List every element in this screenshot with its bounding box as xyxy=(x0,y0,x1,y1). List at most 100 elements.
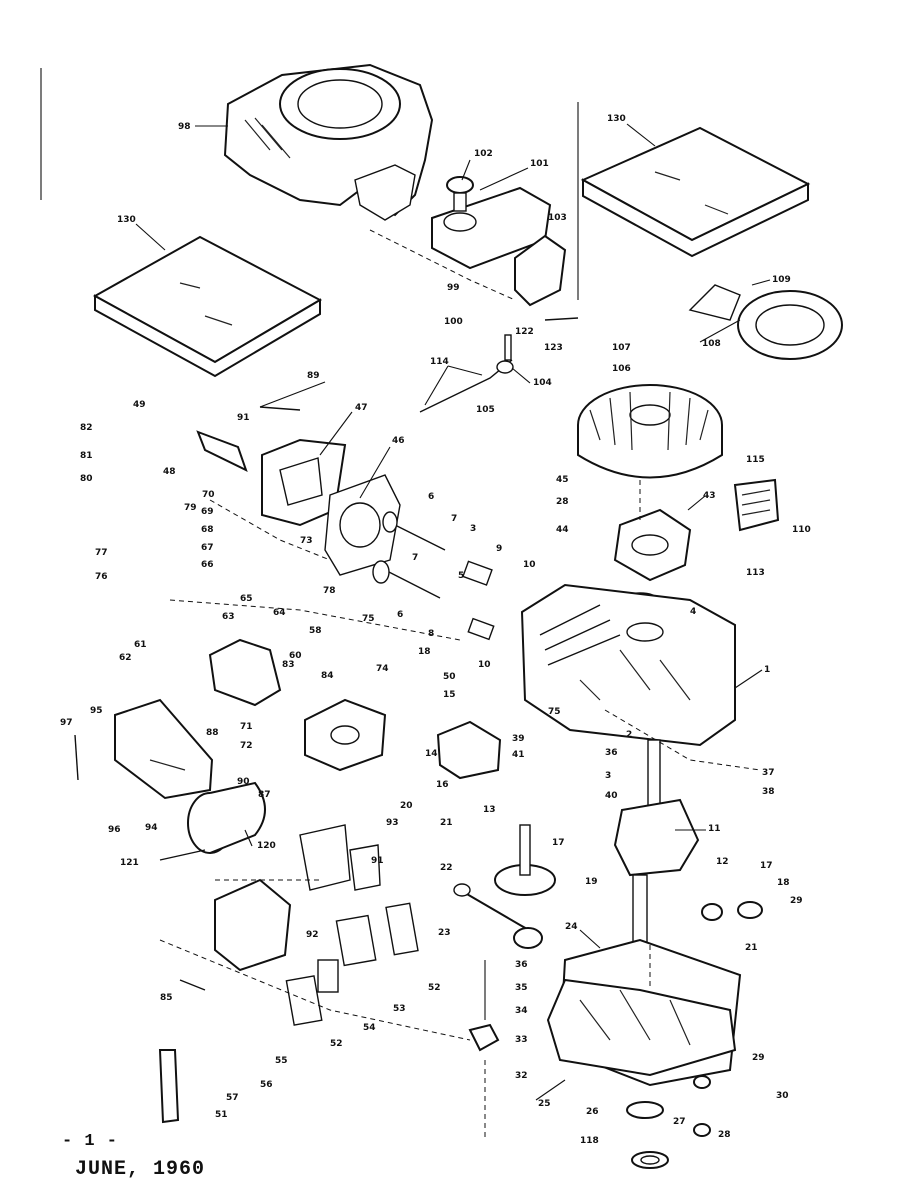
callout-24: 24 xyxy=(565,922,578,932)
callout-78: 78 xyxy=(323,586,336,596)
callout-37: 37 xyxy=(762,768,775,778)
callout-90: 90 xyxy=(237,777,250,787)
governor-plate xyxy=(299,824,381,891)
callout-33: 33 xyxy=(515,1035,528,1045)
callout-52b: 52 xyxy=(330,1039,343,1049)
callout-79: 79 xyxy=(184,503,197,513)
callout-106: 106 xyxy=(612,364,631,374)
callout-17b: 17 xyxy=(760,861,773,871)
callout-52: 52 xyxy=(428,983,441,993)
assembly-lines xyxy=(159,229,761,1140)
callout-21a: 21 xyxy=(440,818,453,828)
callout-130-right: 130 xyxy=(607,114,626,124)
callout-labels: 98 102 101 103 130 130 109 108 99 100 12… xyxy=(60,114,811,1146)
callout-15: 15 xyxy=(443,690,456,700)
callout-2: 2 xyxy=(626,730,632,740)
callout-123: 123 xyxy=(544,343,563,353)
spark-plug xyxy=(196,430,248,472)
callout-100: 100 xyxy=(444,317,463,327)
leader-lines xyxy=(135,123,771,1101)
callout-55: 55 xyxy=(275,1056,288,1066)
callout-76: 76 xyxy=(95,572,108,582)
rotating-screen xyxy=(688,284,843,360)
callout-91: 91 xyxy=(237,413,250,423)
callout-57: 57 xyxy=(226,1093,239,1103)
mechanical-governor xyxy=(436,720,502,780)
callout-65: 65 xyxy=(240,594,253,604)
callout-1: 1 xyxy=(764,665,770,675)
callout-109: 109 xyxy=(772,275,791,285)
callout-75a: 75 xyxy=(362,614,375,624)
callout-53: 53 xyxy=(393,1004,406,1014)
callout-83: 83 xyxy=(282,660,295,670)
callout-28: 28 xyxy=(556,497,569,507)
callout-99: 99 xyxy=(447,283,460,293)
callout-14: 14 xyxy=(425,749,438,759)
callout-18b: 18 xyxy=(777,878,790,888)
piston-pin-parts xyxy=(701,901,763,921)
callout-3b: 3 xyxy=(605,771,611,781)
callout-107: 107 xyxy=(612,343,631,353)
callout-68: 68 xyxy=(201,525,214,535)
callout-20: 20 xyxy=(400,801,413,811)
callout-7a: 7 xyxy=(451,514,457,524)
callout-77: 77 xyxy=(95,548,108,558)
callout-12: 12 xyxy=(716,857,729,867)
callout-114: 114 xyxy=(430,357,449,367)
air-filter-pad-right xyxy=(580,126,811,258)
callout-92: 92 xyxy=(306,930,319,940)
callout-11: 11 xyxy=(708,824,721,834)
starter-handle xyxy=(158,1049,180,1124)
callout-10a: 10 xyxy=(523,560,536,570)
callout-21b: 21 xyxy=(745,943,758,953)
oil-seal-bearings xyxy=(626,1075,711,1169)
air-cleaner-elbow xyxy=(114,698,214,800)
callout-97: 97 xyxy=(60,718,73,728)
callout-122: 122 xyxy=(515,327,534,337)
callout-10b: 10 xyxy=(478,660,491,670)
callout-94: 94 xyxy=(145,823,158,833)
breather-parts xyxy=(468,960,500,1052)
callout-85: 85 xyxy=(160,993,173,1003)
fuel-line xyxy=(419,334,514,413)
callout-6a: 6 xyxy=(428,492,434,502)
callout-104: 104 xyxy=(533,378,552,388)
callout-40: 40 xyxy=(605,791,618,801)
callout-51: 51 xyxy=(215,1110,228,1120)
flywheel xyxy=(577,384,723,479)
callout-121: 121 xyxy=(120,858,139,868)
callout-118: 118 xyxy=(580,1136,599,1146)
callout-81: 81 xyxy=(80,451,93,461)
callout-73: 73 xyxy=(300,536,313,546)
callout-8: 8 xyxy=(428,629,434,639)
callout-103: 103 xyxy=(548,213,567,223)
callout-46: 46 xyxy=(392,436,405,446)
bolts xyxy=(74,317,579,991)
carburetor xyxy=(304,698,387,772)
callout-115: 115 xyxy=(746,455,765,465)
crankshaft xyxy=(613,739,700,946)
callout-56: 56 xyxy=(260,1080,273,1090)
page-number: - 1 - xyxy=(62,1132,119,1151)
callout-48: 48 xyxy=(163,467,176,477)
callout-26: 26 xyxy=(586,1107,599,1117)
callout-101: 101 xyxy=(530,159,549,169)
callout-93: 93 xyxy=(386,818,399,828)
blower-housing xyxy=(223,63,434,221)
callout-69: 69 xyxy=(201,507,214,517)
callout-108: 108 xyxy=(702,339,721,349)
callout-47: 47 xyxy=(355,403,368,413)
callout-62: 62 xyxy=(119,653,132,663)
callout-50: 50 xyxy=(443,672,456,682)
callout-23: 23 xyxy=(438,928,451,938)
callout-25: 25 xyxy=(538,1099,551,1109)
callout-35: 35 xyxy=(515,983,528,993)
callout-82: 82 xyxy=(80,423,93,433)
callout-95: 95 xyxy=(90,706,103,716)
callout-96: 96 xyxy=(108,825,121,835)
callout-17a: 17 xyxy=(552,838,565,848)
muffler xyxy=(214,878,419,1026)
callout-43: 43 xyxy=(703,491,716,501)
callout-60: 60 xyxy=(289,651,302,661)
